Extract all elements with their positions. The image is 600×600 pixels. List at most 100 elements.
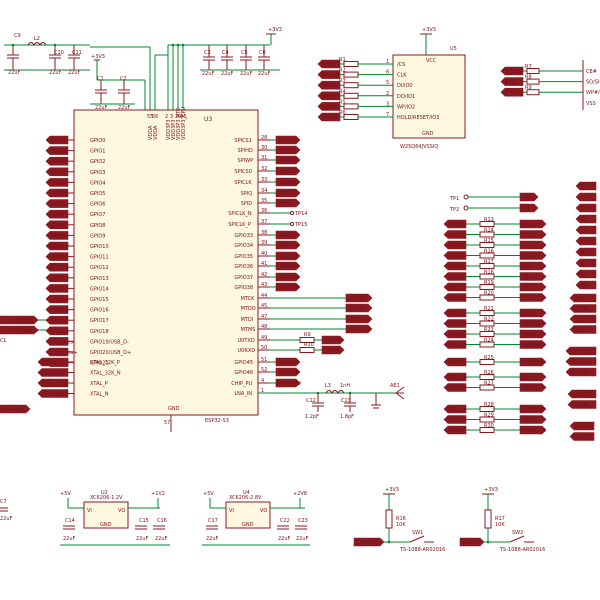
right-net-0-flag (275, 135, 301, 145)
far-y-3: Y3 (579, 217, 586, 223)
u3-right-pin-number-1: 30 (261, 145, 267, 151)
right-net-18-flag (345, 324, 373, 334)
left-net2-1: GPIO16 (42, 371, 61, 377)
u3-top-pin-number-2: 2 (165, 114, 168, 120)
g2-gpio-3-flag (443, 340, 467, 349)
far-y-4: Y4 (579, 228, 586, 234)
g2-res-1: R22 (484, 317, 494, 323)
u3-left-pin2-2: XTAL_P (90, 381, 108, 387)
right-net-3: SPICS0 (280, 169, 298, 175)
left-cl-ref: CL (0, 338, 6, 344)
left-net-17: GPIO17 (50, 318, 69, 324)
far-ctrl2-0: EXPST_B (570, 349, 592, 355)
g1-res-2: R15 (484, 238, 494, 244)
u3-top-pin-4: VDD3P3_RTC (176, 107, 182, 140)
far-right-camera-nets: Y0Y1Y2Y3Y4Y5Y6Y7Y8Y9HREFVSYNCPCLKXVCLKEX… (565, 181, 597, 441)
u4-vo: VO (260, 508, 267, 514)
tr-net-1-flag (500, 77, 524, 86)
left-net-20-flag (45, 347, 69, 357)
u3-right-pin-number-5: 34 (261, 188, 267, 194)
c9-value: 22uF (8, 70, 21, 76)
g1-res-6: R19 (484, 280, 494, 286)
right-net-4-flag (275, 177, 301, 187)
u5-net-0-flag (317, 59, 341, 69)
u3-left-pin-3: GPIO3 (90, 170, 105, 176)
tp-y0: Y0 (523, 195, 530, 201)
u3-right-pin-20: U0RXD (238, 348, 256, 354)
g2-res-2: R23 (484, 327, 494, 333)
ldo-u4: +5V U4 XC6206-2.8V VI VO GND +2V8 C17 C2… (202, 490, 310, 546)
sw2-value: TS-1088-AR02016 (499, 547, 545, 553)
u3-right-pin-0: SPICS1 (234, 138, 252, 144)
g2-out-1-flag (519, 319, 547, 328)
g4-out-0-flag (519, 372, 547, 382)
left-net-12-flag (45, 262, 69, 272)
left-net-16: GPIO16 (50, 308, 69, 314)
left-net-19: USB_mcu- (50, 339, 76, 345)
g1-gpio-0: GPIO1 (448, 222, 463, 228)
u5-value: W25Q64JVSSIQ (400, 144, 438, 150)
right-net-20: U0RX (326, 348, 340, 354)
c15-value: 22uF (136, 536, 149, 542)
left-net2-0: GPIO15 (42, 360, 61, 366)
left-net-0: GPIO0 (50, 138, 65, 144)
right-net-2-flag (275, 155, 301, 165)
g5-out-0-flag (519, 404, 547, 414)
g5-out-1: FREX (524, 418, 538, 424)
u3-right-pin-number-2: 31 (261, 155, 267, 161)
u4-value: XC6206-2.8V (229, 495, 262, 501)
far-y-0: Y0 (579, 184, 586, 190)
g2-gpio-0: GPIO9 (448, 311, 463, 317)
g2-out-0-flag (519, 308, 547, 318)
left-net-2: GPIO2 (50, 159, 65, 165)
c12-value: 1.2pF (305, 414, 319, 420)
u5-pin-number-2: 5 (386, 80, 389, 86)
u5-pin-3: DO/IO1 (397, 94, 415, 100)
g1-res-5: R18 (484, 270, 494, 276)
g1-out-5-flag (519, 272, 547, 281)
tr-net-2-flag (500, 87, 524, 97)
u3-right-pin-6: SPID (241, 201, 253, 207)
u3-left-pin-17: GPIO17 (90, 318, 109, 324)
g4-gpio-1: GPIO19 (448, 386, 467, 392)
u3-right-pin-2: SPIWP (238, 158, 254, 164)
far-y-1-flag (575, 192, 597, 202)
far-y-9-flag (575, 280, 597, 290)
far-ctrl-2: PCLK (574, 317, 587, 323)
u3-top-pin-number-4: 20 (175, 114, 181, 120)
test-points: TP1 TP2 (449, 194, 520, 213)
u3-top-pin-0: VDDA (148, 125, 154, 140)
g1-out-6-flag (519, 282, 547, 292)
left-net-7-flag (45, 209, 69, 219)
tp-y1-flag (519, 203, 539, 213)
right-net-13: GPIO37 (280, 275, 299, 281)
g5-out-0: STROBE (524, 407, 544, 413)
left-net2-1-flag (37, 368, 69, 377)
u5-net-3-flag (317, 91, 341, 101)
left-net-11-flag (45, 252, 69, 261)
u5-res-1: R2 (339, 68, 346, 74)
left-net-3-flag (45, 167, 69, 177)
g2-gpio-0-flag (443, 308, 467, 318)
c6-value: 22uF (258, 71, 271, 77)
right-res-19: R9 (304, 332, 311, 338)
c10-value: 22uF (49, 70, 62, 76)
far-y-7: Y7 (579, 261, 586, 267)
g1-gpio-3: GPIO4 (448, 254, 463, 260)
g5-gpio-0: GPIO14 (448, 407, 467, 413)
g1-gpio-2: GPIO3 (448, 243, 463, 249)
g2-gpio-1: GPIO10 (448, 322, 467, 328)
c13-ref: C13 (341, 398, 351, 404)
far-y-0-flag (575, 181, 597, 191)
power-5v-label-a: +5V (60, 491, 71, 497)
u3-right-pin-18: MTMS (241, 327, 256, 333)
u4-ref: U4 (243, 490, 250, 496)
far-ctrl3-1-flag (567, 400, 597, 409)
g1-gpio-6: GPIO7 (448, 285, 463, 291)
right-net-16: MTDO (350, 306, 365, 312)
right-net-19-flag (321, 335, 345, 345)
far-y-5-flag (575, 236, 597, 246)
top-left-power-filter: C9 L2 C10 C11 22uF 22uF 22uF (4, 33, 90, 76)
g2-out-3: VSYNC (524, 343, 541, 349)
u3-left-pin-14: GPIO14 (90, 286, 109, 292)
